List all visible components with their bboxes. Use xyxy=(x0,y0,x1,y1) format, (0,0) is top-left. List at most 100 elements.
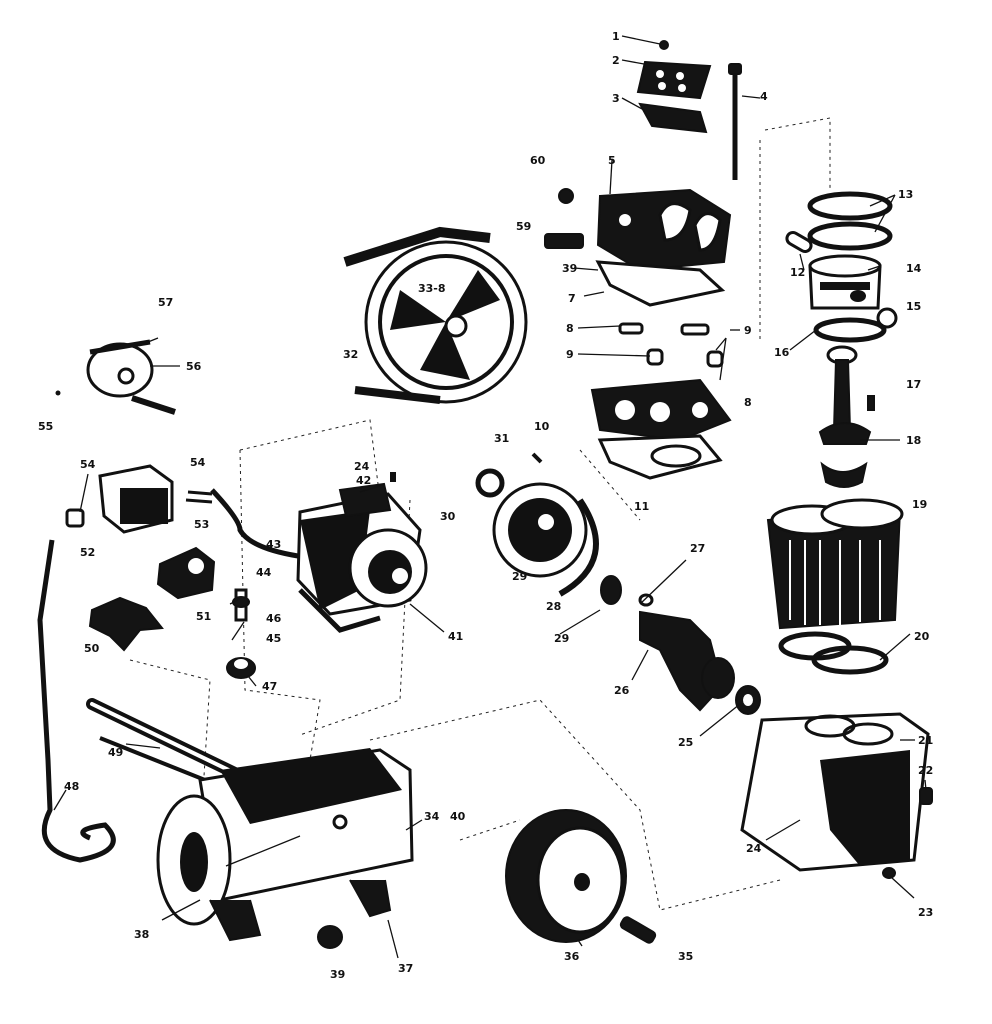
label-part-59: 59 xyxy=(516,220,531,233)
part-valves-upper xyxy=(618,322,724,368)
part-crankcase xyxy=(740,712,930,872)
part-tank-plug xyxy=(317,925,343,949)
part-valve-gasket-hole xyxy=(650,444,702,468)
part-rod-bolt xyxy=(867,395,875,411)
part-drain-plug xyxy=(882,867,896,879)
label-part-16: 16 xyxy=(774,346,790,359)
part-head-gasket xyxy=(595,260,726,307)
label-part-34: 34 xyxy=(424,810,440,823)
label-part-54a: 54 xyxy=(80,458,96,471)
label-part-50: 50 xyxy=(84,642,100,655)
part-valve-plate xyxy=(636,60,712,100)
label-part-51: 51 xyxy=(196,610,211,623)
part-air-tank xyxy=(156,748,414,942)
label-part-10: 10 xyxy=(534,420,550,433)
label-part-41: 41 xyxy=(448,630,463,643)
label-part-24a: 24 xyxy=(354,460,370,473)
label-part-11: 11 xyxy=(634,500,649,513)
label-part-12: 12 xyxy=(790,266,805,279)
label-part-40: 40 xyxy=(450,810,466,823)
part-valve-gasket xyxy=(597,434,723,480)
part-piston-clip xyxy=(876,307,898,329)
label-part-27: 27 xyxy=(690,542,705,555)
label-part-60: 60 xyxy=(530,154,546,167)
part-motor-pulley xyxy=(86,339,176,415)
part-power-cord xyxy=(37,539,116,863)
part-flywheel xyxy=(343,226,528,404)
label-part-46: 46 xyxy=(266,612,282,625)
part-fitting xyxy=(544,233,584,249)
part-motor xyxy=(296,482,428,633)
label-part-31: 31 xyxy=(494,432,509,445)
part-reed-valve xyxy=(638,102,708,134)
part-manifold xyxy=(88,596,164,652)
label-part-18: 18 xyxy=(906,434,921,447)
part-cylinder-gasket-2 xyxy=(811,645,889,675)
part-number-labels: 1 2 3 4 5 60 59 39 7 8 9 9 8 12 13 14 15… xyxy=(38,30,933,981)
part-oil-ring xyxy=(813,317,887,343)
part-cylinder xyxy=(766,498,904,630)
label-part-43: 43 xyxy=(266,538,281,551)
label-part-1: 1 xyxy=(612,30,620,43)
part-wheel-bolt xyxy=(619,916,657,944)
part-piston-ring-upper xyxy=(807,191,893,221)
label-part-29a: 29 xyxy=(512,570,527,583)
label-part-53: 53 xyxy=(194,518,209,531)
part-piston-ring-lower xyxy=(807,221,893,251)
label-part-35: 35 xyxy=(678,950,693,963)
part-pressure-switch xyxy=(98,464,174,534)
label-part-49: 49 xyxy=(108,746,123,759)
label-part-33-8: 33-8 xyxy=(418,282,446,295)
label-part-54b: 54 xyxy=(190,456,206,469)
part-cover-screw xyxy=(531,452,543,464)
label-part-48: 48 xyxy=(64,780,79,793)
label-part-45: 45 xyxy=(266,632,281,645)
part-connecting-rod xyxy=(818,345,872,445)
part-motor-cord xyxy=(210,488,299,559)
label-part-26: 26 xyxy=(614,684,630,697)
label-part-32: 32 xyxy=(343,348,358,361)
label-part-30: 30 xyxy=(440,510,456,523)
label-part-23: 23 xyxy=(918,906,933,919)
label-part-7: 7 xyxy=(568,292,576,305)
label-part-9a: 9 xyxy=(566,348,574,361)
part-switch-fitting xyxy=(65,508,85,528)
part-capacitor-screw xyxy=(390,472,396,482)
label-part-57: 57 xyxy=(158,296,173,309)
label-part-52: 52 xyxy=(80,546,95,559)
label-part-17: 17 xyxy=(906,378,921,391)
part-safety-valve xyxy=(232,588,250,622)
label-part-8b: 8 xyxy=(744,396,752,409)
part-bearing-inner xyxy=(743,694,753,706)
part-cylinder-head xyxy=(596,188,732,272)
label-part-14: 14 xyxy=(906,262,922,275)
label-part-39: 39 xyxy=(562,262,577,275)
part-piston xyxy=(808,254,882,310)
label-part-39b: 39 xyxy=(330,968,345,981)
label-part-9b: 9 xyxy=(744,324,752,337)
label-part-4: 4 xyxy=(760,90,768,103)
part-drain-valve xyxy=(226,657,256,679)
part-crankshaft xyxy=(600,575,735,712)
label-part-20: 20 xyxy=(914,630,930,643)
part-wrist-pin xyxy=(785,231,813,253)
leader-lines xyxy=(53,59,927,959)
label-part-24b: 24 xyxy=(746,842,762,855)
label-part-37: 37 xyxy=(398,962,413,975)
label-part-56: 56 xyxy=(186,360,202,373)
label-part-38: 38 xyxy=(134,928,149,941)
label-part-47: 47 xyxy=(262,680,277,693)
label-part-2: 2 xyxy=(612,54,620,67)
label-part-36: 36 xyxy=(564,950,580,963)
part-rod-cap xyxy=(820,461,868,488)
label-part-21: 21 xyxy=(918,734,933,747)
label-part-22: 22 xyxy=(918,764,933,777)
label-part-19: 19 xyxy=(912,498,927,511)
part-head-bolt xyxy=(728,63,742,180)
part-sight-plug xyxy=(919,787,933,805)
part-seal-ring xyxy=(475,468,505,498)
label-part-5: 5 xyxy=(608,154,616,167)
label-part-13: 13 xyxy=(898,188,913,201)
part-pulley-setscrew xyxy=(55,390,61,396)
